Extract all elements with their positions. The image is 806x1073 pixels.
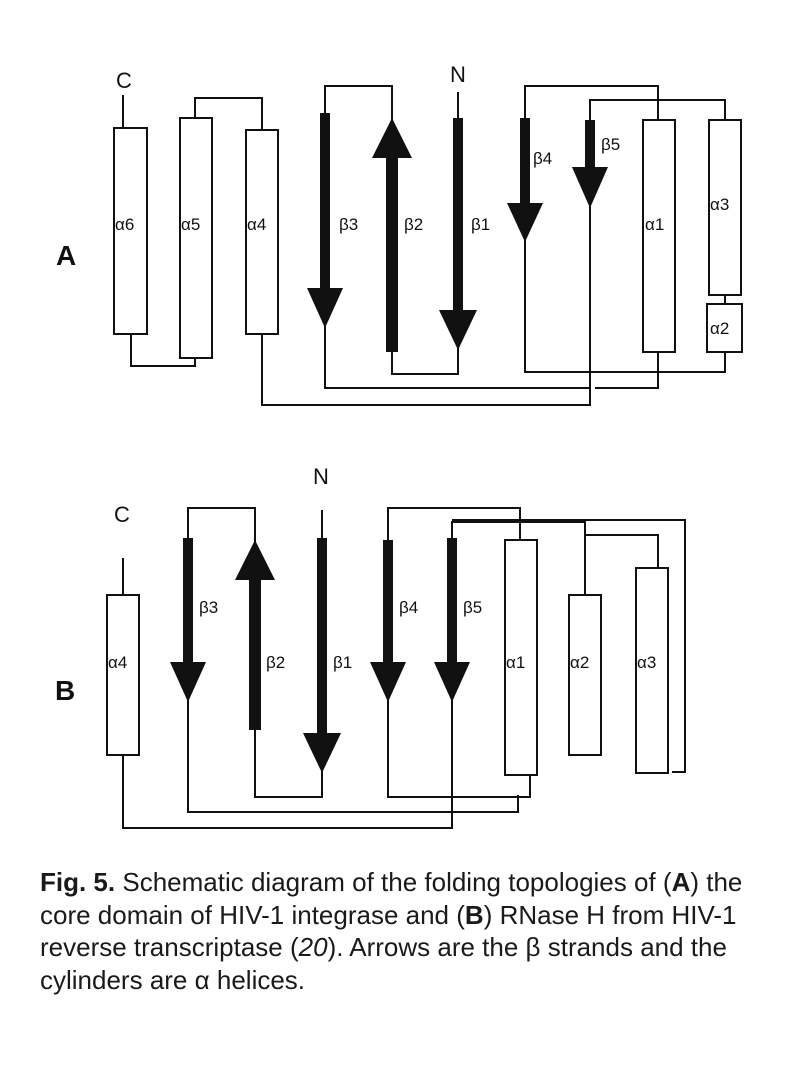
helix-alpha3 bbox=[635, 567, 669, 774]
alpha4-label: α4 bbox=[108, 653, 127, 672]
panel-b-connections bbox=[122, 507, 686, 829]
beta1-label: β1 bbox=[333, 653, 352, 672]
strand-beta2-arrow bbox=[372, 118, 412, 352]
helix-alpha6 bbox=[113, 127, 148, 335]
alpha2-label: α2 bbox=[570, 653, 589, 672]
panel-b-helices bbox=[106, 539, 669, 776]
beta5-label: β5 bbox=[463, 598, 482, 617]
strand-beta5-arrow bbox=[434, 538, 470, 702]
n-terminus-label: N bbox=[450, 62, 466, 87]
panel-b-strands bbox=[170, 538, 470, 773]
beta1-label: β1 bbox=[471, 215, 490, 234]
alpha1-label: α1 bbox=[506, 653, 525, 672]
c-terminus-label: C bbox=[114, 502, 130, 527]
alpha6-label: α6 bbox=[115, 215, 134, 234]
panel-a-helices bbox=[113, 117, 743, 359]
helix-alpha5 bbox=[179, 117, 213, 359]
helix-alpha2 bbox=[568, 594, 602, 756]
beta4-label: β4 bbox=[533, 149, 552, 168]
strand-beta1-arrow bbox=[303, 538, 341, 773]
beta5-label: β5 bbox=[601, 135, 620, 154]
panel-label: B bbox=[55, 675, 75, 706]
helix-alpha2 bbox=[706, 303, 743, 353]
strand-beta5-arrow bbox=[572, 120, 608, 208]
c-terminus-label: C bbox=[116, 68, 132, 93]
helix-alpha1 bbox=[504, 539, 538, 776]
caption-text-4: ). Arrows are the β strands and the cyli… bbox=[40, 932, 727, 995]
caption-ref-a: A bbox=[671, 867, 691, 897]
panel-a-labels: A C N α6 α5 α4 β3 β2 β1 β4 β5 α1 α3 α2 bbox=[56, 62, 729, 338]
caption-text-2: ) the core domain of HIV-1 integrase and… bbox=[40, 867, 743, 930]
helix-alpha4 bbox=[245, 129, 279, 335]
figure-caption: Fig. 5. Schematic diagram of the folding… bbox=[40, 866, 765, 996]
alpha3-label: α3 bbox=[637, 653, 656, 672]
strand-beta2-arrow bbox=[235, 540, 275, 730]
beta4-label: β4 bbox=[399, 598, 418, 617]
helix-alpha1 bbox=[642, 119, 676, 353]
figure-number: Fig. 5. bbox=[40, 867, 116, 897]
alpha2-label: α2 bbox=[710, 319, 729, 338]
strand-beta3-arrow bbox=[170, 538, 206, 702]
alpha1-label: α1 bbox=[645, 215, 664, 234]
alpha5-label: α5 bbox=[181, 215, 200, 234]
alpha4-label: α4 bbox=[247, 215, 266, 234]
alpha3-label: α3 bbox=[710, 195, 729, 214]
panel-label: A bbox=[56, 240, 76, 271]
strand-beta4-arrow bbox=[507, 118, 543, 242]
caption-text-3: ) RNase H from HIV-1 reverse transcripta… bbox=[40, 899, 737, 963]
helix-alpha3 bbox=[708, 119, 742, 296]
strand-beta3-arrow bbox=[307, 113, 343, 328]
caption-text-1: Schematic diagram of the folding topolog… bbox=[115, 867, 672, 897]
beta3-label: β3 bbox=[339, 215, 358, 234]
beta2-label: β2 bbox=[404, 215, 423, 234]
panel-a-strands bbox=[307, 113, 608, 352]
panel-b-labels: B C N α4 β3 β2 β1 β4 β5 α1 α2 α3 bbox=[55, 464, 656, 706]
caption-ref-b: B bbox=[464, 899, 484, 930]
topology-diagram: A C N α6 α5 α4 β3 β2 β1 β4 β5 α1 α3 α2 B… bbox=[55, 62, 743, 829]
beta3-label: β3 bbox=[199, 598, 218, 617]
caption-citation: 20 bbox=[298, 932, 328, 962]
n-terminus-label: N bbox=[313, 464, 329, 489]
strand-beta4-arrow bbox=[370, 540, 406, 702]
panel-a-connections bbox=[122, 85, 726, 406]
helix-alpha4 bbox=[106, 594, 140, 756]
strand-beta1-arrow bbox=[439, 118, 477, 350]
beta2-label: β2 bbox=[266, 653, 285, 672]
